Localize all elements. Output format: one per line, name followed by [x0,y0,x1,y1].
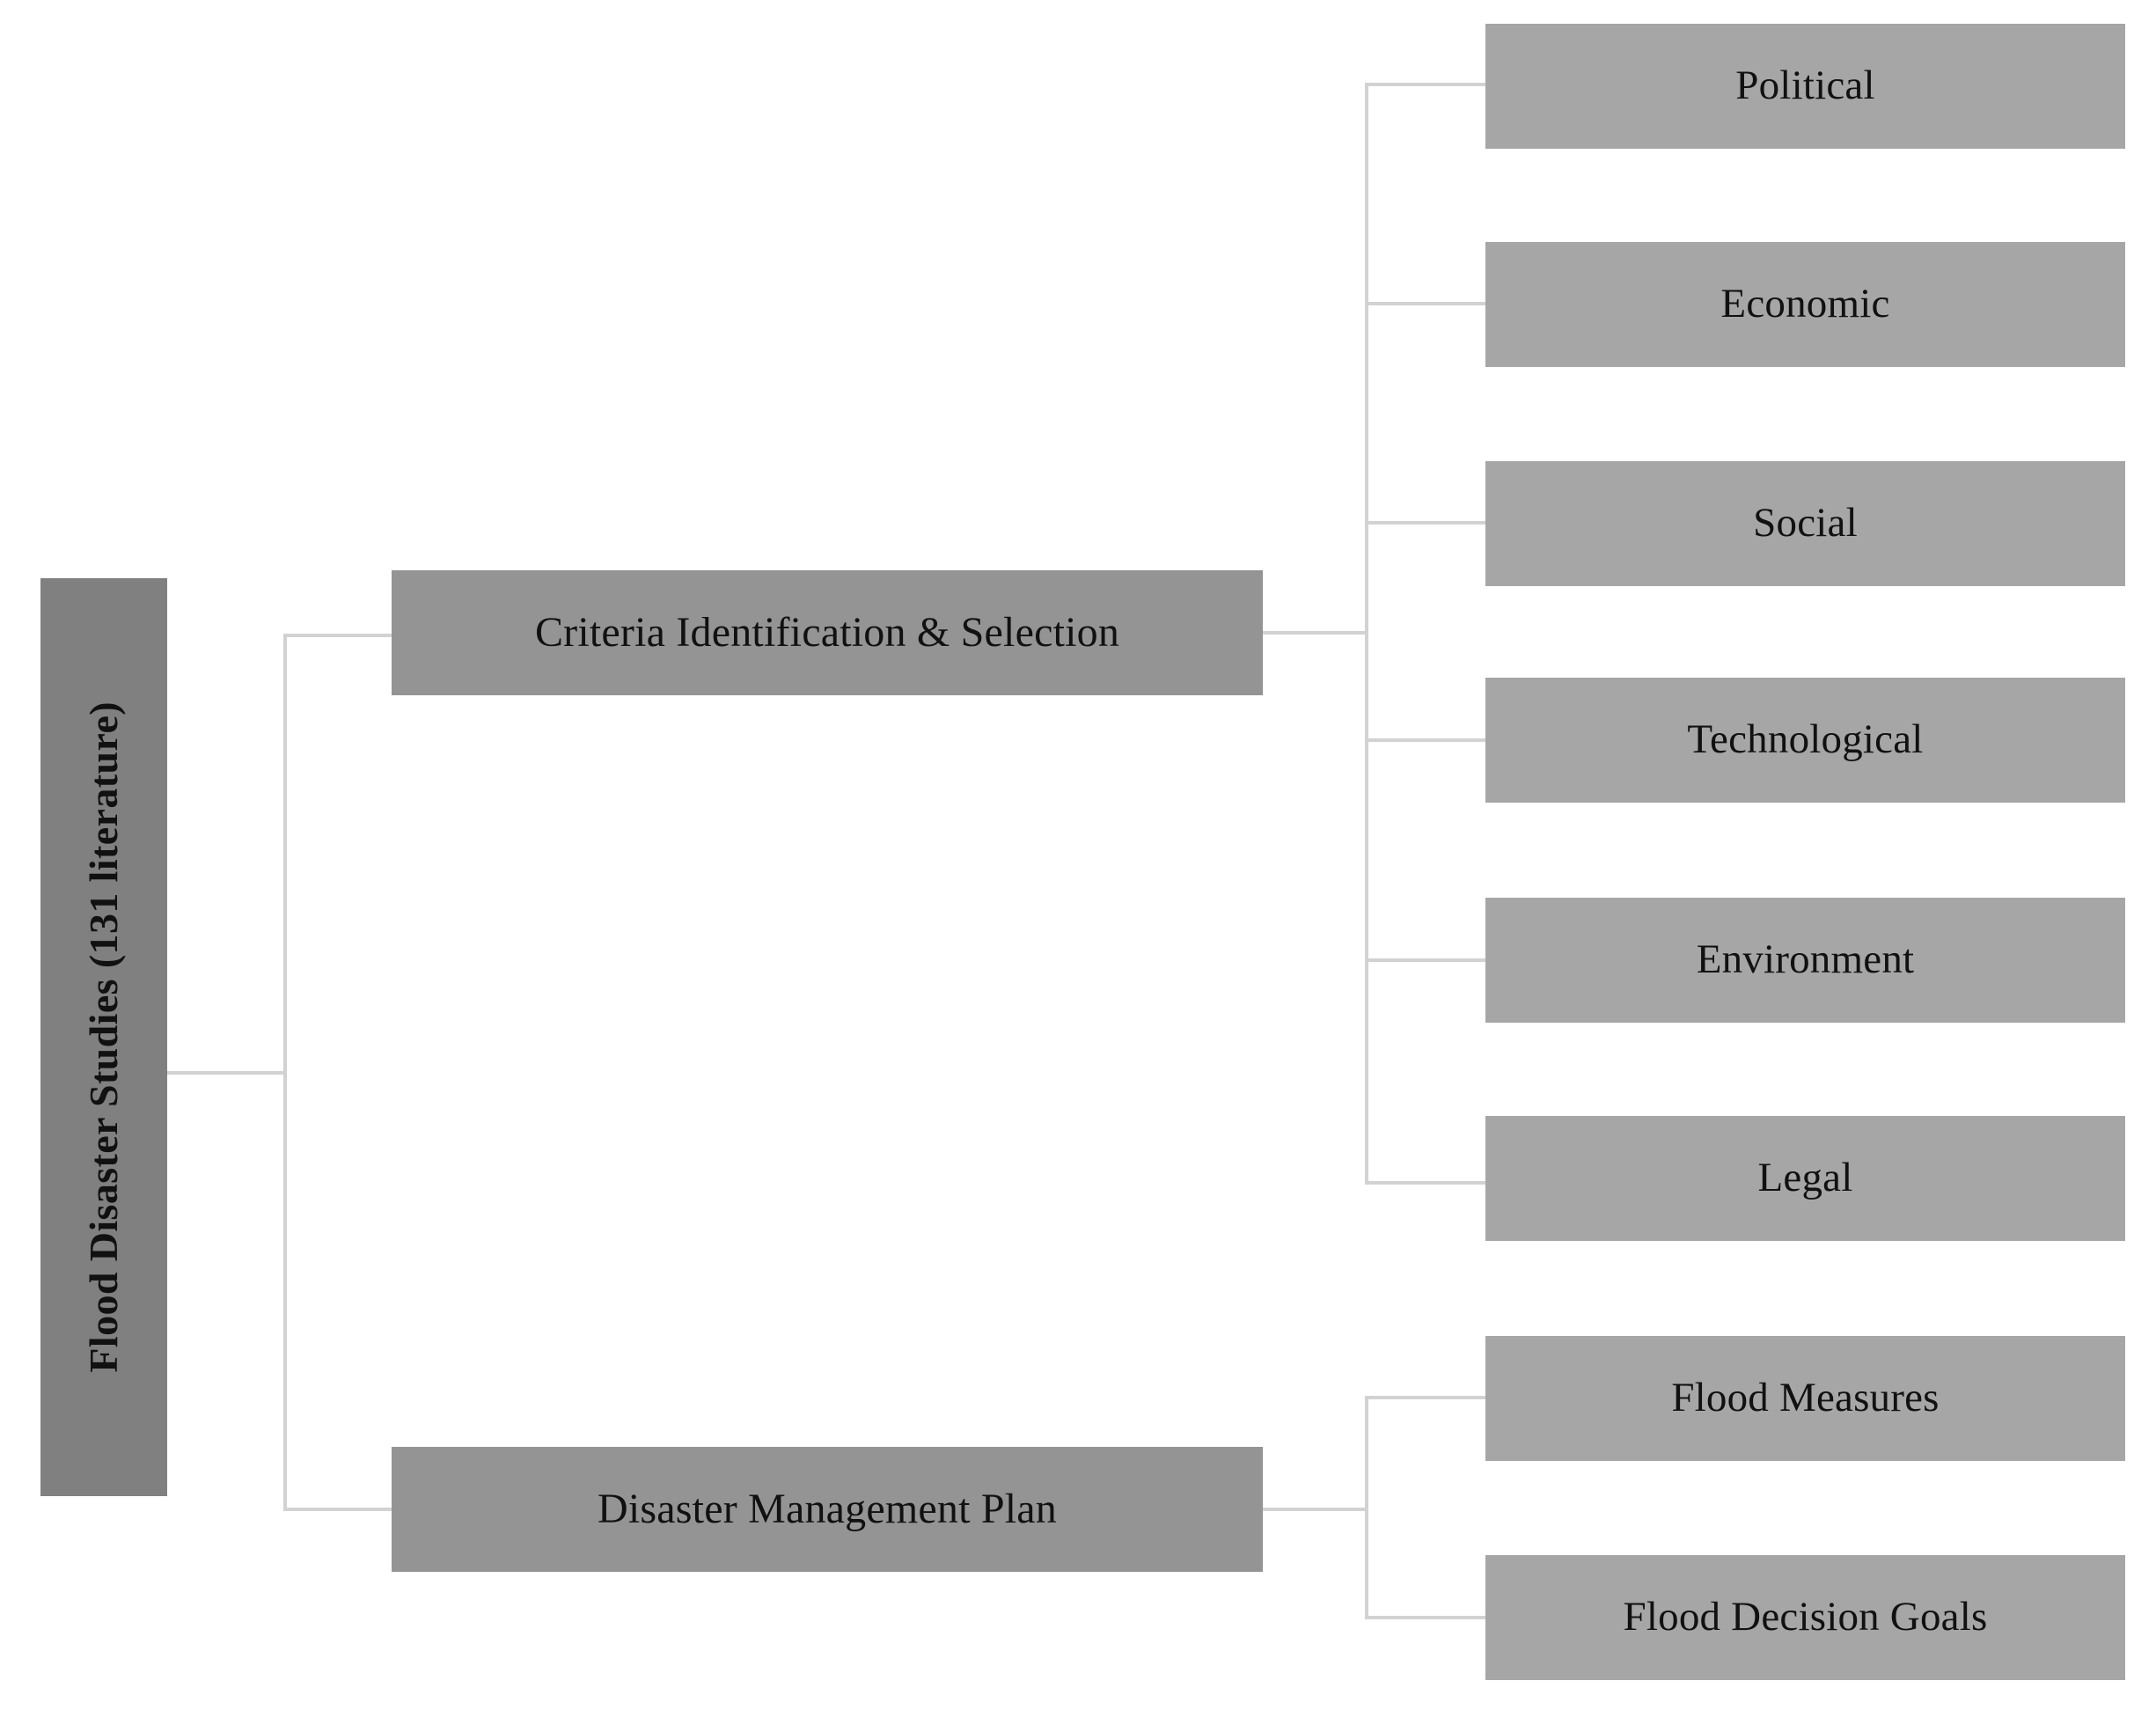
connector-plan-to-flood-measures [1365,1396,1487,1399]
node-leaf-label: Flood Decision Goals [1623,1594,1988,1640]
connector-criteria-to-economic [1365,302,1487,305]
node-plan-label: Disaster Management Plan [598,1485,1057,1532]
connector-criteria-to-legal [1365,1181,1487,1185]
node-leaf-label: Environment [1696,936,1915,983]
connector-plan-trunk [1365,1398,1368,1619]
node-leaf-social[interactable]: Social [1485,461,2125,586]
node-leaf-label: Social [1753,500,1858,547]
node-criteria-label: Criteria Identification & Selection [534,608,1120,656]
connector-root-trunk [283,635,287,1511]
connector-root-stub [167,1071,287,1075]
node-disaster-management-plan[interactable]: Disaster Management Plan [392,1447,1263,1572]
node-root-flood-disaster-studies[interactable]: Flood Disaster Studies (131 literature) [40,578,167,1496]
connector-plan-to-flood-decision-goals [1365,1616,1487,1619]
connector-criteria-to-political [1365,83,1487,86]
node-leaf-environment[interactable]: Environment [1485,898,2125,1023]
node-leaf-economic[interactable]: Economic [1485,242,2125,367]
node-leaf-label: Technological [1687,716,1924,763]
connector-criteria-trunk [1365,84,1368,1185]
node-leaf-label: Political [1735,62,1875,109]
node-leaf-flood-measures[interactable]: Flood Measures [1485,1336,2125,1461]
node-leaf-legal[interactable]: Legal [1485,1116,2125,1241]
node-leaf-label: Economic [1720,281,1890,327]
node-leaf-technological[interactable]: Technological [1485,678,2125,803]
connector-criteria-to-technological [1365,738,1487,742]
node-leaf-label: Flood Measures [1671,1375,1940,1421]
connector-root-to-criteria [283,634,393,637]
connector-criteria-stub [1263,631,1368,635]
connector-criteria-to-social [1365,521,1487,525]
node-root-label: Flood Disaster Studies (131 literature) [80,701,126,1373]
node-criteria-identification-selection[interactable]: Criteria Identification & Selection [392,570,1263,695]
node-leaf-flood-decision-goals[interactable]: Flood Decision Goals [1485,1555,2125,1680]
connector-plan-stub [1263,1508,1368,1511]
node-leaf-political[interactable]: Political [1485,24,2125,149]
connector-root-to-plan [283,1508,393,1511]
node-leaf-label: Legal [1757,1155,1853,1201]
connector-criteria-to-environment [1365,958,1487,962]
